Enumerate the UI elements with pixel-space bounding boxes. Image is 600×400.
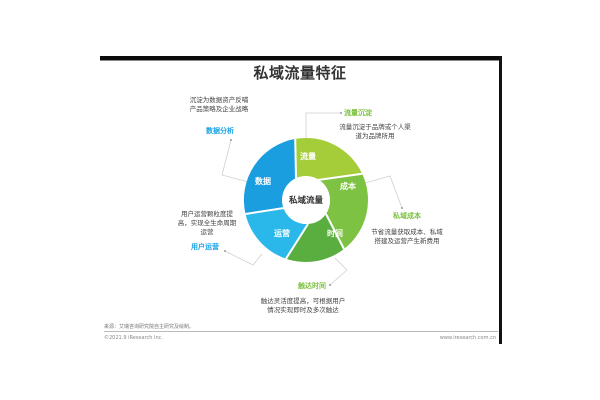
- segment-traffic: [295, 137, 363, 180]
- segment-label-traffic: 流量: [300, 151, 316, 161]
- callout-traffic-deposit-desc: 流量沉淀于品牌或个人渠道为品牌所用: [339, 123, 411, 140]
- connector-cost: [364, 175, 403, 209]
- connector-time: [329, 257, 348, 286]
- segment-cost: [318, 173, 369, 249]
- callout-data-analysis-heading: 数据分析: [206, 127, 234, 135]
- center-label: 私域流量: [288, 195, 324, 206]
- segment-label-ops: 运营: [274, 228, 290, 238]
- callout-traffic-deposit-heading: 流量沉淀: [344, 109, 372, 117]
- callout-user-ops-heading: 用户运营: [191, 243, 219, 251]
- callout-user-ops-desc: 用户运营颗粒度提高，实现全生命周期运营: [177, 210, 237, 236]
- segment-time: [286, 214, 344, 263]
- connector-ops: [224, 250, 263, 266]
- connector-traffic: [305, 112, 341, 143]
- segment-label-time: 时间: [327, 228, 343, 238]
- segment-data: [243, 138, 296, 214]
- donut-hole: [282, 176, 330, 224]
- copyright: ©2021.9 iResearch Inc.: [104, 335, 163, 341]
- source-note: 来源：艾瑞咨询研究院自主研究及绘制。: [104, 324, 195, 330]
- footer-divider: [104, 331, 498, 332]
- frame-right-border: [499, 56, 502, 344]
- segment-label-cost: 成本: [340, 181, 356, 191]
- callout-private-cost-heading: 私域成本: [393, 212, 421, 220]
- frame-top-rule: [100, 60, 500, 61]
- site-link[interactable]: www.iresearch.com.cn: [439, 335, 496, 341]
- connector-data: [221, 139, 253, 184]
- callout-private-cost-desc: 节省流量获取成本、私域搭建及运营产生新费用: [371, 228, 443, 245]
- connector-lines: [221, 112, 403, 286]
- callout-reach-time-heading: 触达时间: [298, 282, 326, 290]
- segment-ops: [245, 208, 308, 259]
- frame-top-border: [100, 56, 502, 60]
- callout-reach-time-desc: 触达灵活度提高，可根据用户情况实现即时及多次触达: [260, 297, 346, 314]
- segment-label-data: 数据: [255, 176, 271, 186]
- page-title: 私域流量特征: [253, 64, 347, 82]
- callout-data-analysis-desc: 沉淀为数据资产反哺产品策略及企业战略: [189, 96, 249, 113]
